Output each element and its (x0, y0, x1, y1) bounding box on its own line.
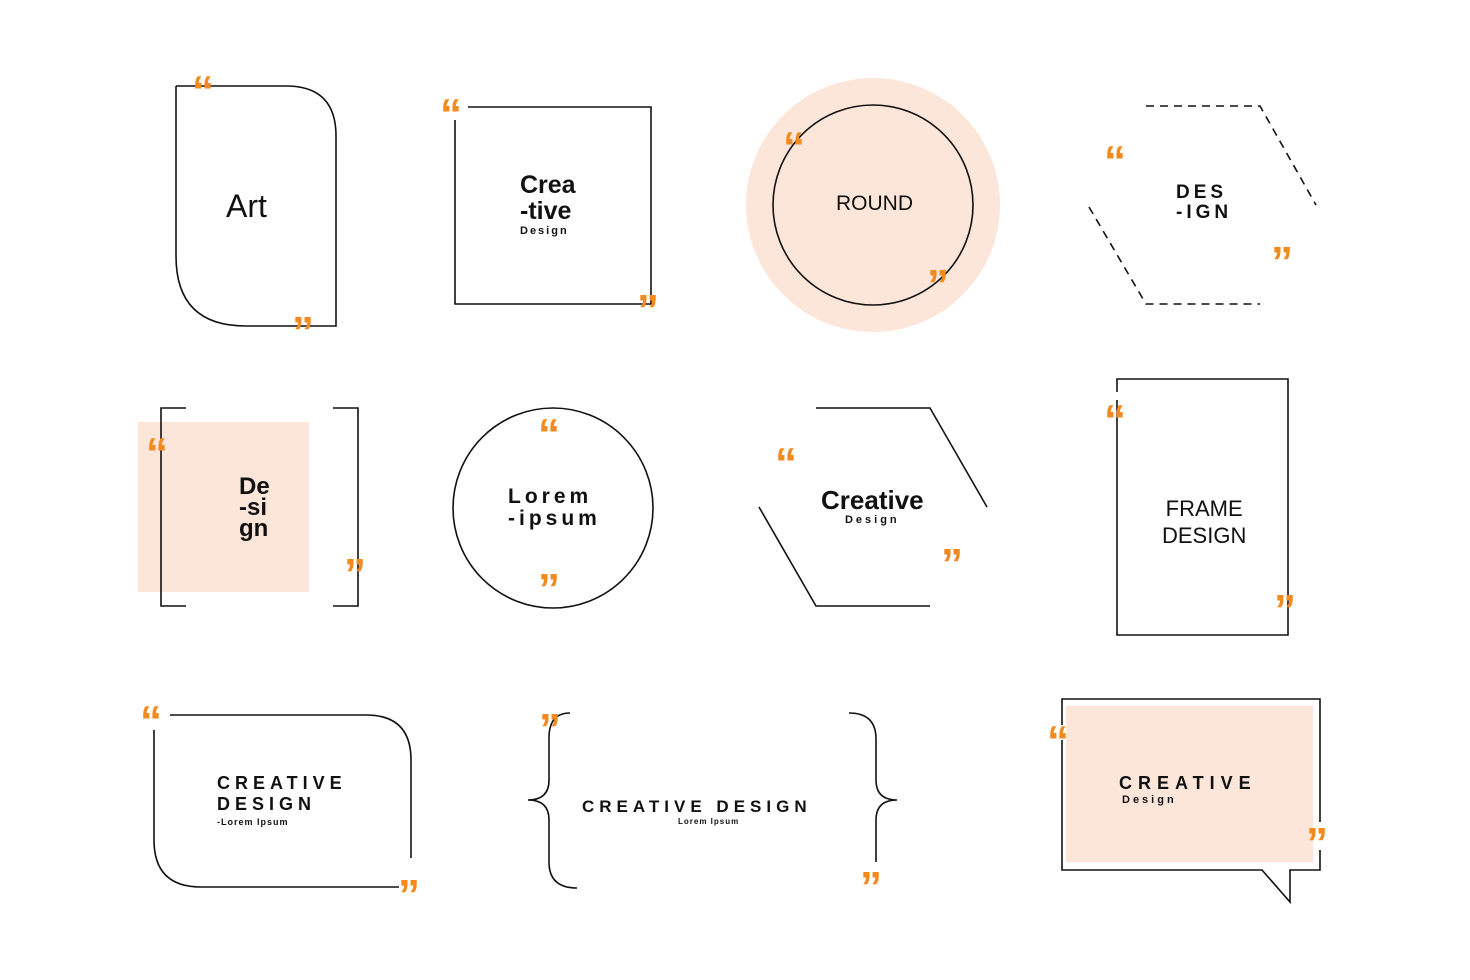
design-bracket-fill (138, 422, 309, 592)
art-title: Art (226, 188, 267, 224)
creative-brace-text: CREATIVE DESIGN Lorem Ipsum (582, 797, 812, 827)
design-bracket-left (160, 407, 186, 607)
design-bracket-line3: gn (239, 515, 269, 542)
design-hex-open-quote-icon: “ (1104, 137, 1126, 186)
speech-bubble-outline (1061, 698, 1321, 905)
creative-square-line2: -tive (520, 197, 572, 225)
creative-square-sub: Design (520, 225, 569, 237)
round-outline-circle (772, 104, 974, 306)
frame-design-close-quote-icon: ” (1274, 586, 1296, 635)
design-bracket-right (333, 407, 359, 607)
design-hex-line1: DES (1176, 182, 1228, 203)
creative-rounded-line1: CREATIVE (217, 773, 347, 793)
frame-design-open-quote-icon: “ (1104, 396, 1126, 445)
design-bracket-close-quote-icon: ” (344, 550, 366, 599)
round-fill-circle (746, 78, 1000, 332)
design-hex-line2: -IGN (1176, 202, 1233, 223)
art-open-quote-icon: “ (192, 67, 214, 116)
design-hex-dashed-outline (1088, 105, 1317, 305)
creative-brace-sub: Lorem Ipsum (678, 817, 740, 826)
creative-bubble-open-quote-icon: “ (1047, 717, 1069, 766)
lorem-circle-line1: Lorem (508, 485, 593, 508)
creative-square-open-quote-icon: “ (440, 90, 462, 139)
design-bracket-open-quote-icon: “ (146, 429, 168, 478)
creative-square-line1: Crea (520, 171, 576, 199)
creative-hex-close-quote-icon: ” (941, 540, 963, 589)
lorem-circle-outline (452, 407, 654, 609)
frame-design-outline (1116, 378, 1289, 636)
design-bracket-line1: De (239, 473, 270, 500)
creative-hex-outline (758, 407, 988, 607)
design-hex-close-quote-icon: ” (1271, 238, 1293, 287)
speech-bubble-fill (1066, 706, 1313, 862)
frame-design-line2: DESIGN (1162, 523, 1247, 548)
creative-rounded-close-quote-icon: ” (398, 871, 420, 920)
creative-hex-sub: Design (844, 514, 900, 526)
frame-design-line1: FRAME (1165, 496, 1243, 521)
creative-square-text: Crea -tive Design (520, 172, 576, 238)
creative-square-outline (454, 106, 652, 305)
creative-rounded-outline (153, 714, 412, 888)
left-curly-brace (527, 712, 578, 889)
creative-rounded-sub: -Lorem Ipsum (217, 817, 289, 827)
design-hex-text: DES -IGN (1176, 183, 1232, 223)
creative-square-close-quote-icon: ” (637, 286, 659, 335)
right-curly-brace (848, 712, 898, 862)
creative-bubble-close-quote-icon: ” (1306, 819, 1328, 868)
frame-design-text: FRAME DESIGN (1162, 495, 1246, 549)
lorem-circle-close-quote-icon: ” (538, 565, 560, 614)
round-close-quote-icon: ” (927, 261, 949, 310)
creative-rounded-text: CREATIVE DESIGN -Lorem Ipsum (217, 773, 347, 829)
creative-brace-title: CREATIVE DESIGN (582, 797, 812, 816)
creative-bubble-text: CREATIVE Design (1119, 773, 1257, 807)
creative-hex-text: Creative Design (821, 486, 924, 526)
creative-rounded-open-quote-icon: “ (140, 697, 162, 746)
round-title: ROUND (836, 192, 913, 215)
creative-rounded-line2: DESIGN (217, 794, 317, 814)
design-bracket-line2: -si (239, 494, 268, 521)
lorem-circle-open-quote-icon: “ (538, 410, 560, 459)
creative-hex-title: Creative (821, 485, 924, 515)
art-close-quote-icon: ” (292, 308, 314, 357)
round-open-quote-icon: “ (783, 123, 805, 172)
creative-brace-top-quote-icon: ” (539, 705, 561, 754)
lorem-circle-line2: -ipsum (508, 507, 601, 530)
creative-bubble-title: CREATIVE (1119, 773, 1257, 793)
art-frame-outline (175, 85, 337, 327)
creative-hex-open-quote-icon: “ (775, 439, 797, 488)
design-bracket-text: De -si gn (239, 473, 270, 542)
lorem-circle-text: Lorem -ipsum (508, 486, 601, 530)
creative-brace-bottom-quote-icon: ” (860, 863, 882, 912)
creative-bubble-sub: Design (1122, 794, 1177, 806)
